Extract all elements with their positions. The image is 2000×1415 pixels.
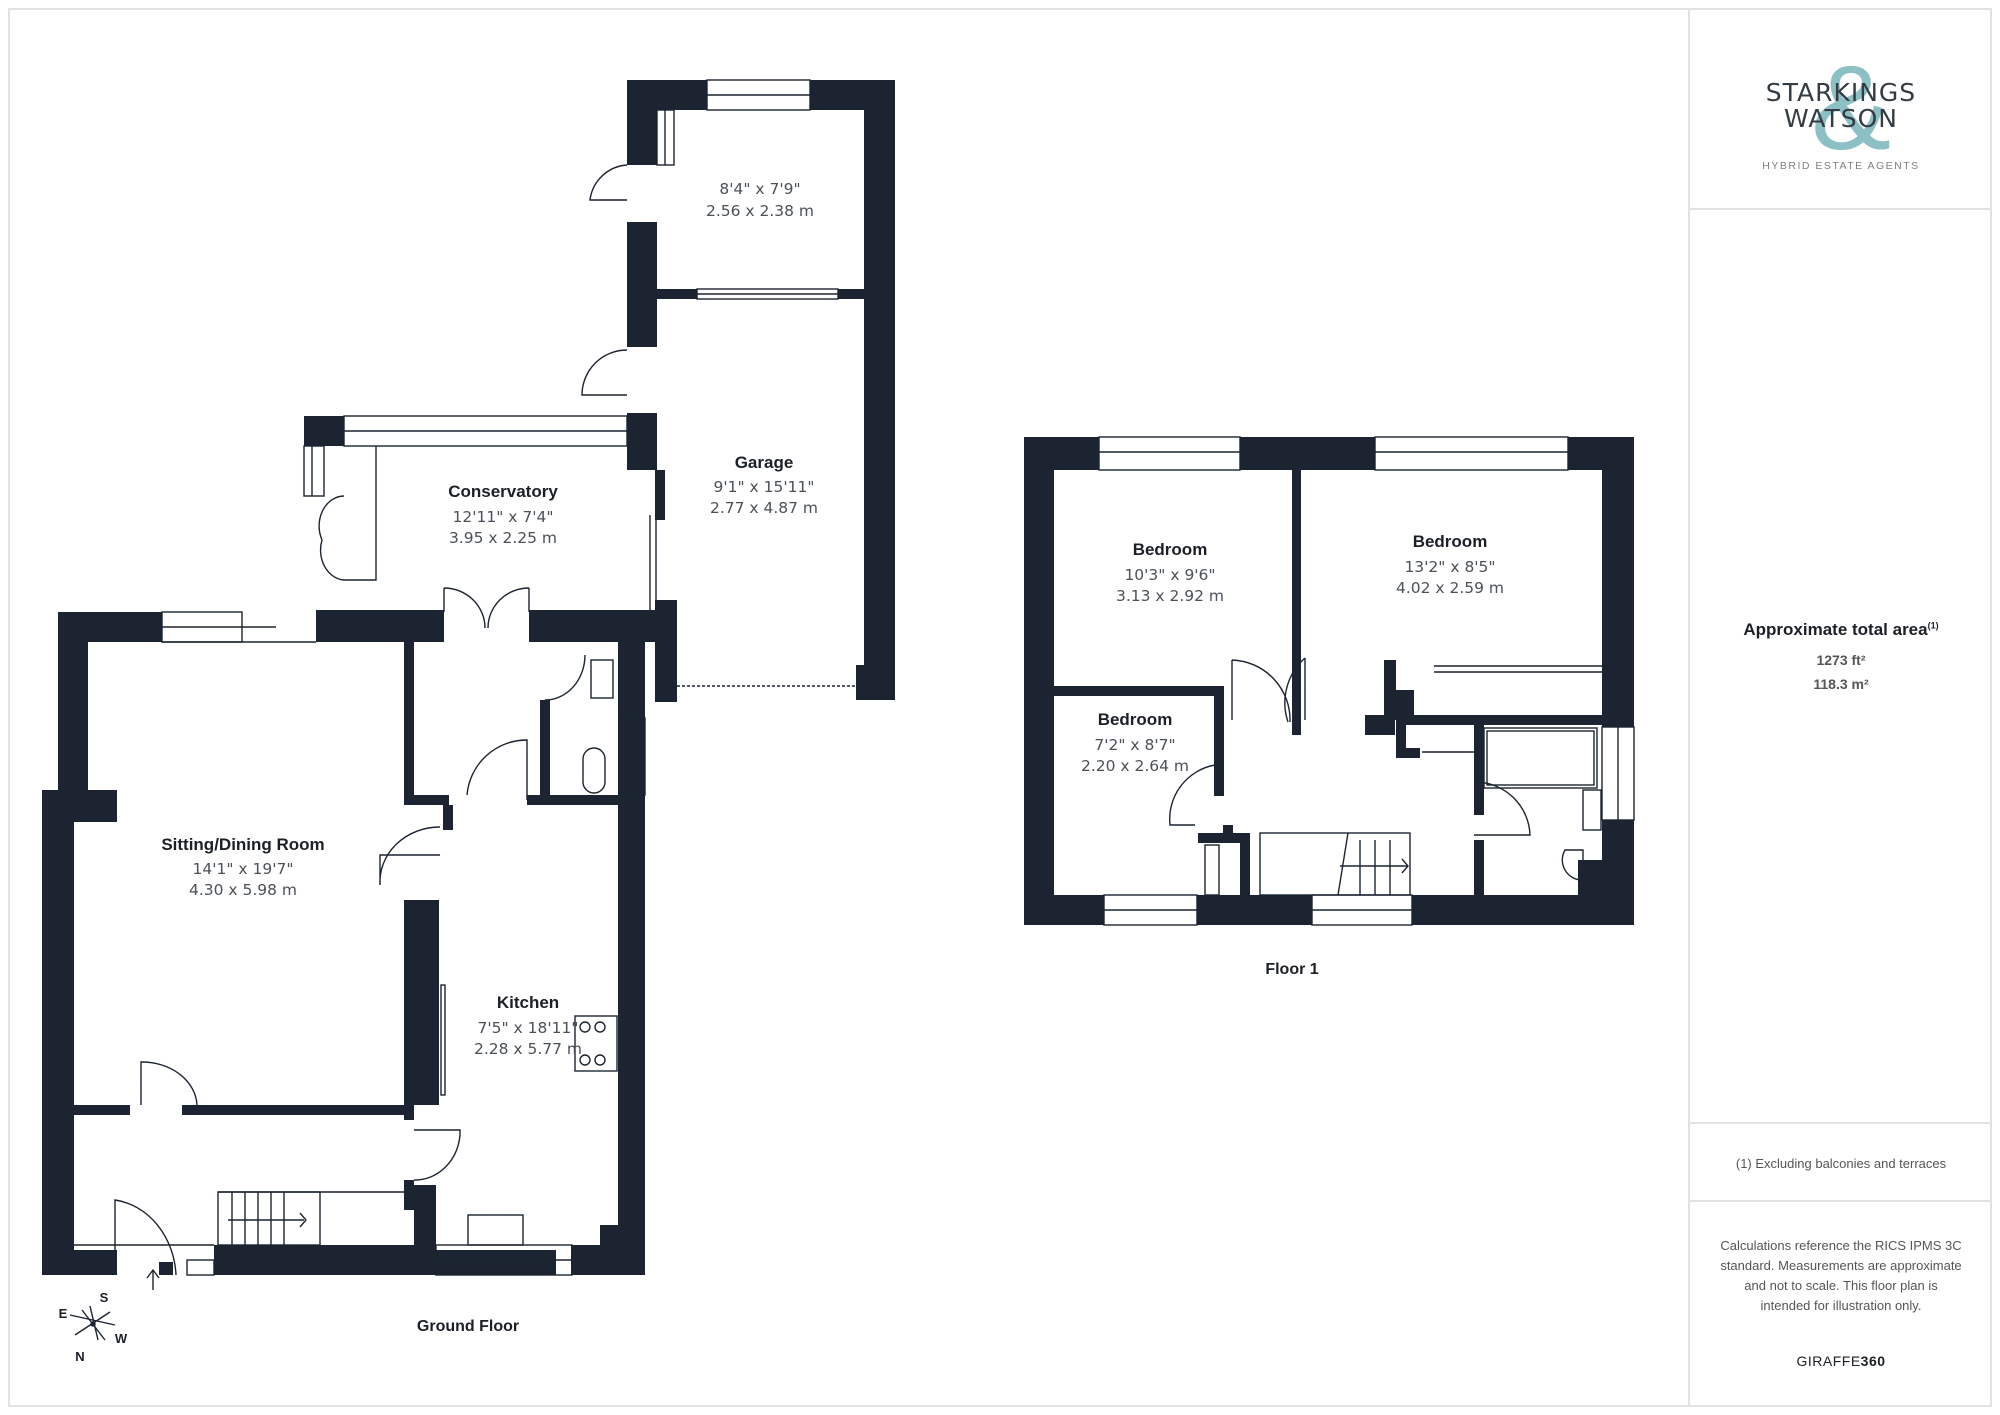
room-store-metric: 2.56 x 2.38 m (706, 202, 814, 220)
room-bedroom2-name: Bedroom (1413, 532, 1488, 551)
room-garage-name: Garage (735, 453, 794, 472)
info-sidebar: & STARKINGS WATSON HYBRID ESTATE AGENTS … (1688, 8, 1992, 1407)
giraffe360-logo: GIRAFFE360 (1690, 1353, 1992, 1369)
divider (1690, 208, 1992, 210)
compass-e: E (59, 1306, 68, 1321)
room-garage-imperial: 9'1" x 15'11" (714, 478, 815, 496)
brand-tagline: HYBRID ESTATE AGENTS (1762, 160, 1920, 172)
wall-ground-main (42, 612, 645, 1275)
footnote: (1) Excluding balconies and terraces (1735, 1156, 1947, 1171)
room-kitchen-metric: 2.28 x 5.77 m (474, 1040, 582, 1058)
brand-logo: & STARKINGS WATSON HYBRID ESTATE AGENTS (1690, 48, 1992, 178)
divider (1690, 1122, 1992, 1124)
room-bedroom3-metric: 2.20 x 2.64 m (1081, 757, 1189, 775)
compass-icon (69, 1305, 116, 1341)
room-bedroom1-imperial: 10'3" x 9'6" (1124, 566, 1215, 584)
room-conservatory-imperial: 12'11" x 7'4" (453, 508, 554, 526)
room-store-imperial: 8'4" x 7'9" (719, 180, 800, 198)
room-garage-metric: 2.77 x 4.87 m (710, 499, 818, 517)
divider (1690, 1200, 1992, 1202)
compass-w: W (115, 1331, 128, 1346)
area-section: Approximate total area(1) 1273 ft² 118.3… (1690, 620, 1992, 692)
room-bedroom1-metric: 3.13 x 2.92 m (1116, 587, 1224, 605)
disclaimer: Calculations reference the RICS IPMS 3C … (1720, 1238, 1962, 1313)
room-bedroom3-imperial: 7'2" x 8'7" (1094, 736, 1175, 754)
ampersand-icon: & (1811, 41, 1892, 175)
area-imperial: 1273 ft² (1816, 652, 1866, 668)
room-bedroom2-metric: 4.02 x 2.59 m (1396, 579, 1504, 597)
room-bedroom2-imperial: 13'2" x 8'5" (1404, 558, 1495, 576)
wall-conservatory (304, 416, 657, 642)
wall-store-room (627, 80, 895, 700)
floor-label-first: Floor 1 (1265, 961, 1318, 978)
compass-n: N (75, 1349, 84, 1364)
room-kitchen-imperial: 7'5" x 18'11" (478, 1019, 579, 1037)
footer-brand-prefix: GIRAFFE (1796, 1353, 1861, 1369)
page-frame (8, 8, 1992, 1407)
room-conservatory-name: Conservatory (448, 482, 558, 501)
compass-s: S (100, 1290, 109, 1305)
room-sitting-imperial: 14'1" x 19'7" (193, 860, 294, 878)
room-kitchen-name: Kitchen (497, 993, 559, 1012)
brand-name-line1: STARKINGS (1765, 78, 1917, 107)
area-metric: 118.3 m² (1813, 676, 1869, 692)
room-conservatory-metric: 3.95 x 2.25 m (449, 529, 557, 547)
room-sitting-name: Sitting/Dining Room (161, 835, 324, 854)
door-swing (589, 164, 628, 201)
room-sitting-metric: 4.30 x 5.98 m (189, 881, 297, 899)
brand-name-line2: WATSON (1783, 104, 1899, 133)
area-title: Approximate total area (1743, 620, 1928, 639)
room-bedroom3-name: Bedroom (1098, 710, 1173, 729)
wall-floor1 (1024, 437, 1634, 925)
footer-brand-suffix: 360 (1860, 1353, 1886, 1369)
floor-label-ground: Ground Floor (417, 1318, 519, 1335)
room-bedroom1-name: Bedroom (1133, 540, 1208, 559)
area-footnote-marker: (1) (1927, 620, 1939, 631)
